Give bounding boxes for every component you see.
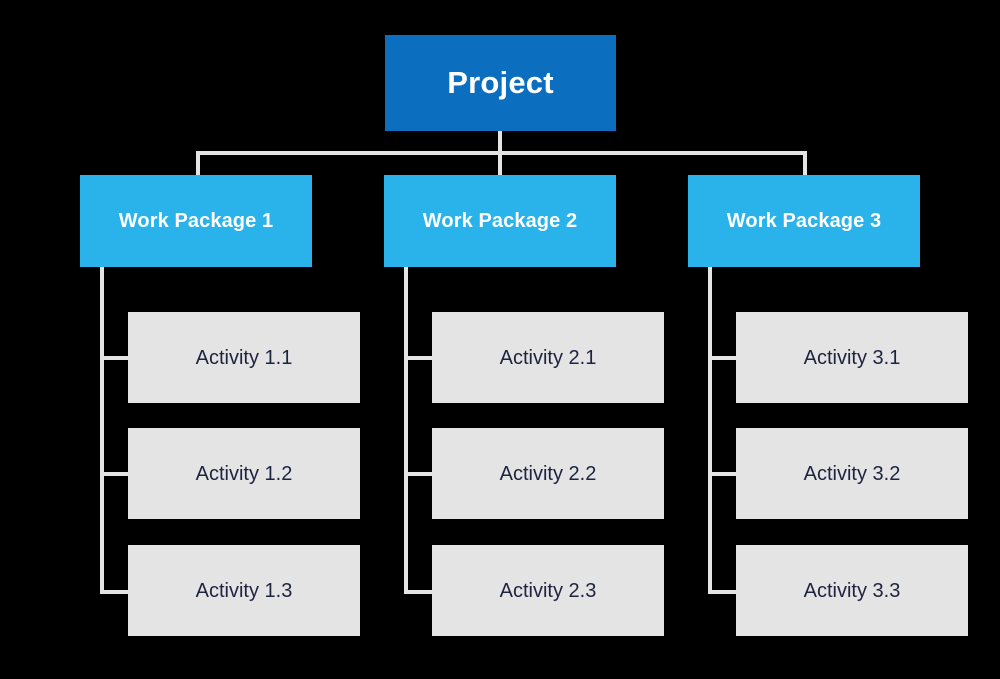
node-activity-2-3[interactable]: Activity 2.3 [432, 545, 664, 636]
node-activity-2-1[interactable]: Activity 2.1 [432, 312, 664, 403]
connector-bus-horizontal [196, 151, 807, 155]
connector-stub-1-1 [100, 356, 128, 360]
node-activity-1-2[interactable]: Activity 1.2 [128, 428, 360, 519]
connector-stub-2-3 [404, 590, 432, 594]
connector-stub-3-1 [708, 356, 736, 360]
node-project[interactable]: Project [385, 35, 616, 131]
connector-bus-to-package-3 [803, 151, 807, 175]
node-activity-3-2[interactable]: Activity 3.2 [736, 428, 968, 519]
node-activity-2-2-label: Activity 2.2 [499, 462, 597, 485]
connector-stub-3-3 [708, 590, 736, 594]
node-activity-3-1[interactable]: Activity 3.1 [736, 312, 968, 403]
node-work-package-1[interactable]: Work Package 1 [80, 175, 312, 267]
node-activity-1-3-label: Activity 1.3 [195, 579, 293, 602]
connector-stub-1-2 [100, 472, 128, 476]
node-work-package-3[interactable]: Work Package 3 [688, 175, 920, 267]
connector-spine-branch-2 [404, 267, 408, 594]
connector-stub-3-2 [708, 472, 736, 476]
node-work-package-2[interactable]: Work Package 2 [384, 175, 616, 267]
node-work-package-1-label: Work Package 1 [118, 210, 274, 232]
node-activity-2-1-label: Activity 2.1 [499, 346, 597, 369]
connector-spine-branch-1 [100, 267, 104, 594]
node-activity-1-2-label: Activity 1.2 [195, 462, 293, 485]
node-project-label: Project [447, 65, 554, 101]
node-activity-3-2-label: Activity 3.2 [803, 462, 901, 485]
connector-stub-2-1 [404, 356, 432, 360]
connector-stub-1-3 [100, 590, 128, 594]
node-activity-1-1-label: Activity 1.1 [195, 346, 293, 369]
connector-bus-to-package-1 [196, 151, 200, 175]
node-activity-1-3[interactable]: Activity 1.3 [128, 545, 360, 636]
node-activity-3-3[interactable]: Activity 3.3 [736, 545, 968, 636]
node-work-package-3-label: Work Package 3 [726, 210, 882, 232]
node-activity-2-2[interactable]: Activity 2.2 [432, 428, 664, 519]
node-activity-3-1-label: Activity 3.1 [803, 346, 901, 369]
connector-stub-2-2 [404, 472, 432, 476]
node-activity-2-3-label: Activity 2.3 [499, 579, 597, 602]
node-work-package-2-label: Work Package 2 [422, 210, 578, 232]
node-activity-3-3-label: Activity 3.3 [803, 579, 901, 602]
connector-spine-branch-3 [708, 267, 712, 594]
node-activity-1-1[interactable]: Activity 1.1 [128, 312, 360, 403]
